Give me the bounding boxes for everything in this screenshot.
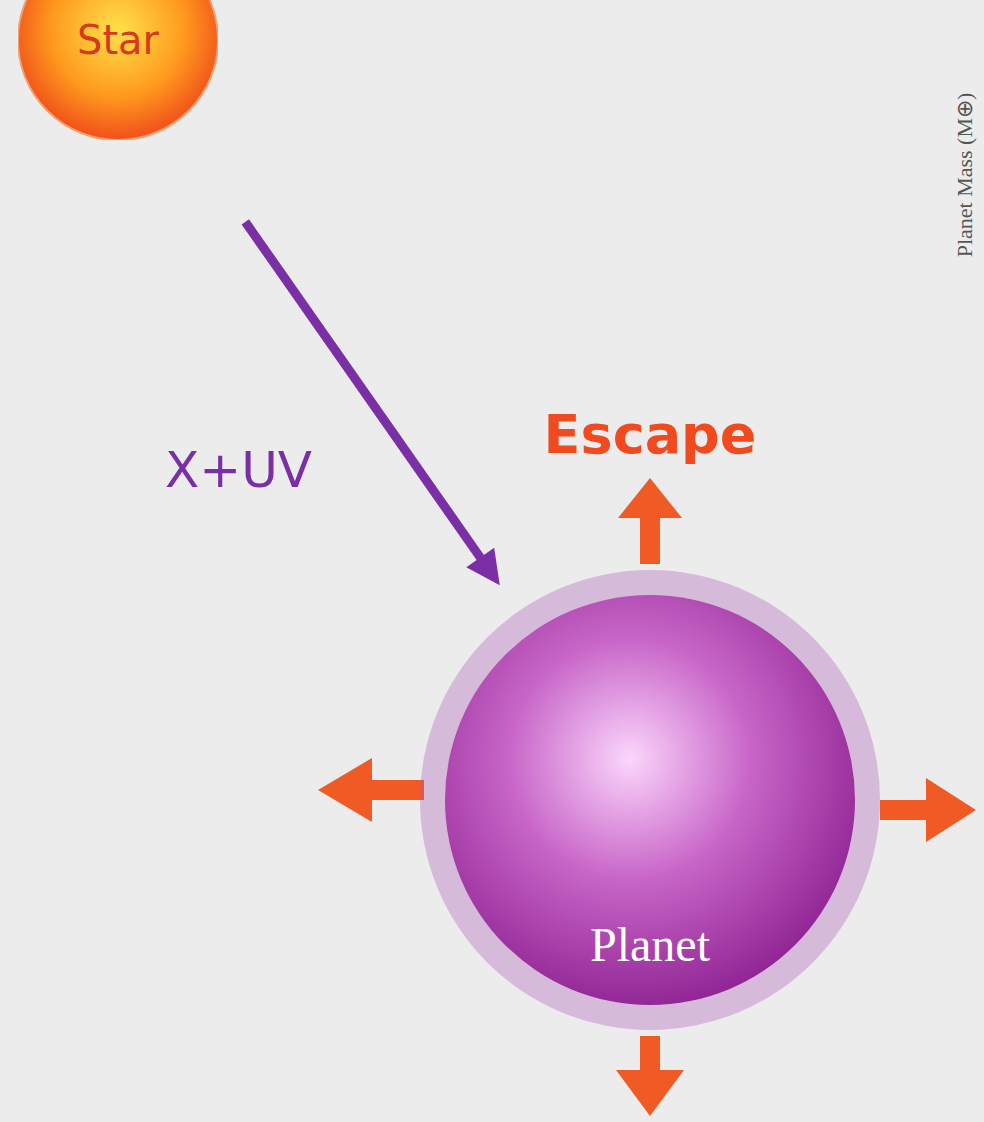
escape-label: Escape	[544, 408, 757, 462]
star-circle: Star	[18, 0, 218, 140]
planet-sphere: Planet	[420, 570, 880, 1030]
star-label: Star	[77, 20, 159, 60]
escape-arrow-group	[318, 478, 976, 1116]
planet-label: Planet	[590, 921, 710, 969]
edge-label: X+UV	[165, 445, 312, 495]
axis-title: Planet Mass (M⊕)	[954, 93, 976, 258]
radiation-arrow	[245, 222, 499, 585]
